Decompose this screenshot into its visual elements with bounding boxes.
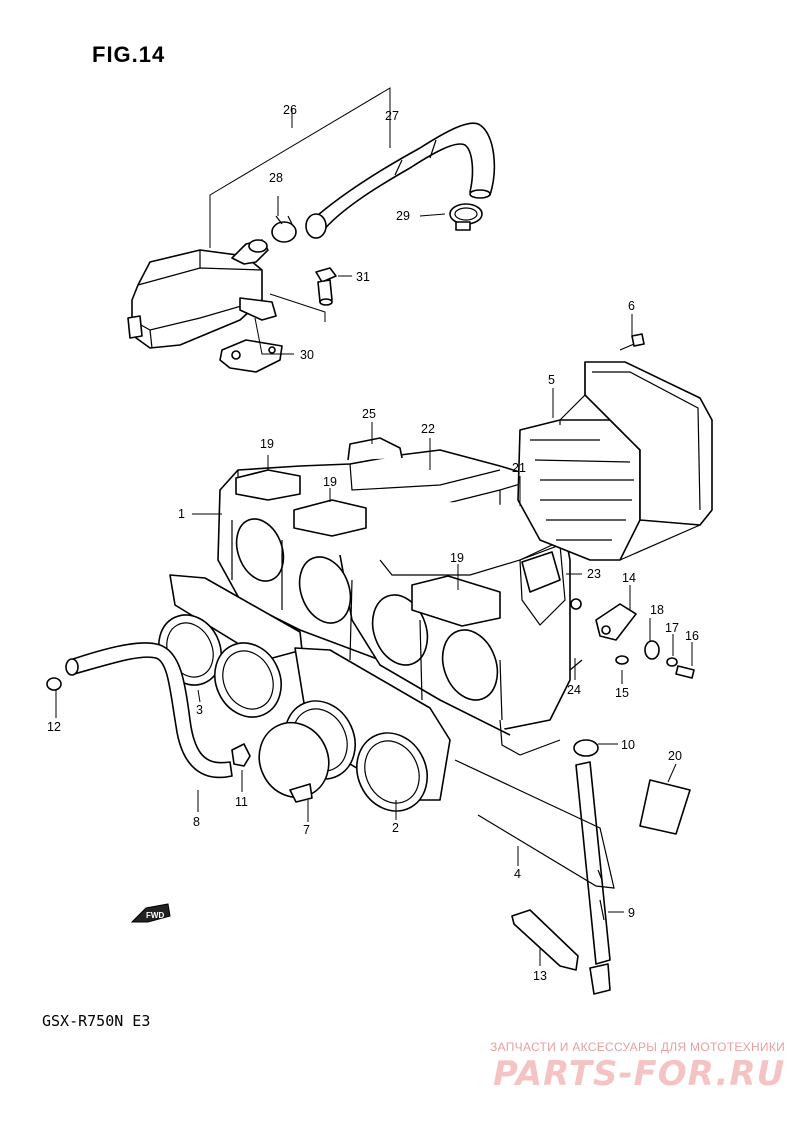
collar-17[interactable] xyxy=(666,657,678,667)
callout-5: 5 xyxy=(548,373,555,387)
callout-31: 31 xyxy=(356,270,370,284)
callout-1: 1 xyxy=(178,507,185,521)
callout-22: 22 xyxy=(421,422,435,436)
callout-9: 9 xyxy=(628,906,635,920)
callout-19a: 19 xyxy=(260,437,274,451)
figure-title: FIG.14 xyxy=(92,42,166,67)
callout-25: 25 xyxy=(362,407,376,421)
callout-28: 28 xyxy=(269,171,283,185)
callout-15: 15 xyxy=(615,686,629,700)
callout-6: 6 xyxy=(628,299,635,313)
callout-19c: 19 xyxy=(450,551,464,565)
watermark-caption: ЗАПЧАСТИ И АКСЕССУАРЫ ДЛЯ МОТОТЕХНИКИ xyxy=(490,1040,786,1054)
callout-18: 18 xyxy=(650,603,664,617)
breather-hose[interactable] xyxy=(305,122,496,239)
model-designation: GSX-R750N E3 xyxy=(42,1012,151,1030)
callout-17: 17 xyxy=(665,621,679,635)
fwd-badge-text: FWD xyxy=(146,911,164,920)
callout-29: 29 xyxy=(396,209,410,223)
callout-20: 20 xyxy=(668,749,682,763)
callout-8: 8 xyxy=(193,815,200,829)
breather-hose-8[interactable] xyxy=(65,642,233,779)
bracket-13[interactable] xyxy=(511,909,579,971)
callout-26: 26 xyxy=(283,103,297,117)
upper-leaders xyxy=(209,87,446,355)
clip-12[interactable] xyxy=(46,677,62,691)
callout-14: 14 xyxy=(622,571,636,585)
pad-20[interactable] xyxy=(639,779,691,835)
screw-16[interactable] xyxy=(675,665,695,679)
lower-leaders xyxy=(55,314,693,966)
air-cleaner-case[interactable] xyxy=(217,437,571,756)
washer-24[interactable] xyxy=(569,659,583,671)
callout-2: 2 xyxy=(392,821,399,835)
callout-12: 12 xyxy=(47,720,61,734)
screw-15[interactable] xyxy=(615,655,629,665)
clip-28[interactable] xyxy=(271,215,297,243)
callout-7: 7 xyxy=(303,823,310,837)
bolt-31[interactable] xyxy=(315,267,337,306)
callout-10: 10 xyxy=(621,738,635,752)
callout-24: 24 xyxy=(567,683,581,697)
screw-6[interactable] xyxy=(619,333,645,351)
callout-30: 30 xyxy=(300,348,314,362)
breather-box[interactable] xyxy=(127,239,283,373)
clip-11[interactable] xyxy=(231,743,251,767)
callout-19b: 19 xyxy=(323,475,337,489)
callout-21: 21 xyxy=(512,461,526,475)
clamp-10[interactable] xyxy=(573,739,599,757)
clamp-29[interactable] xyxy=(449,203,483,231)
air-filter-element[interactable] xyxy=(517,361,713,561)
grommet-18[interactable] xyxy=(644,640,660,660)
bracket-14[interactable] xyxy=(570,598,637,641)
support-rod[interactable] xyxy=(454,759,615,889)
callout-labels: 1 2 3 4 5 6 7 8 9 10 11 12 13 14 15 16 1… xyxy=(47,103,699,983)
callout-23: 23 xyxy=(587,567,601,581)
watermark-brand: PARTS-FOR.RU xyxy=(493,1054,786,1094)
callout-16: 16 xyxy=(685,629,699,643)
callout-13: 13 xyxy=(533,969,547,983)
drain-hose[interactable] xyxy=(575,761,611,995)
callout-3: 3 xyxy=(196,703,203,717)
callout-11: 11 xyxy=(235,795,248,809)
fwd-arrow-icon: FWD xyxy=(130,903,171,923)
callout-27: 27 xyxy=(385,109,399,123)
callout-4: 4 xyxy=(514,867,521,881)
